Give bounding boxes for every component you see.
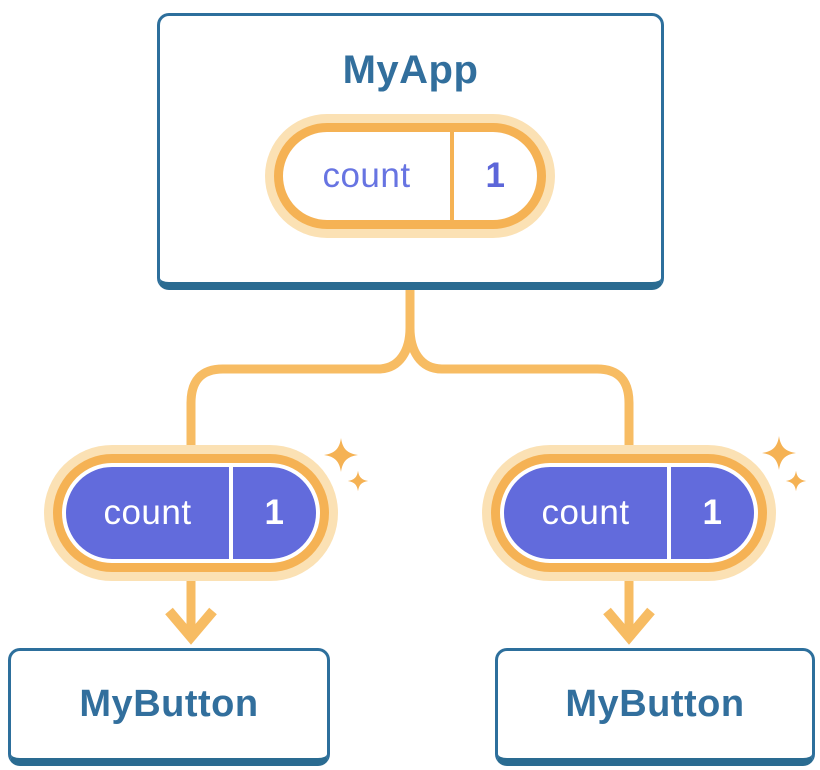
sparkles-right-pill xyxy=(762,436,807,492)
sparkle-icon xyxy=(762,436,796,470)
component-node-mybutton-left: MyButton xyxy=(8,648,330,766)
component-node-mybutton-right: MyButton xyxy=(495,648,815,766)
state-value: 1 xyxy=(485,156,506,195)
connector-branch-right xyxy=(405,327,634,633)
component-label: MyButton xyxy=(79,683,259,725)
component-label: MyButton xyxy=(565,683,745,725)
sparkle-icon xyxy=(347,470,369,492)
prop-pill-right: count 1 xyxy=(500,463,758,563)
pill-divider xyxy=(229,467,233,559)
sparkle-icon xyxy=(324,438,358,472)
sparkles-left-pill xyxy=(324,438,369,492)
prop-pill-left: count 1 xyxy=(62,463,320,563)
connector-branch-left xyxy=(186,327,415,633)
prop-key: count xyxy=(541,493,630,532)
sparkle-icon xyxy=(785,470,807,492)
state-pill-root: count 1 xyxy=(274,123,546,229)
state-key: count xyxy=(322,156,411,195)
arrow-down-icon xyxy=(603,607,655,645)
prop-value: 1 xyxy=(264,493,285,532)
pill-divider xyxy=(667,467,671,559)
pill-divider xyxy=(450,132,454,220)
prop-value: 1 xyxy=(702,493,723,532)
prop-key: count xyxy=(103,493,192,532)
component-label: MyApp xyxy=(342,48,479,92)
arrow-down-icon xyxy=(165,607,217,645)
